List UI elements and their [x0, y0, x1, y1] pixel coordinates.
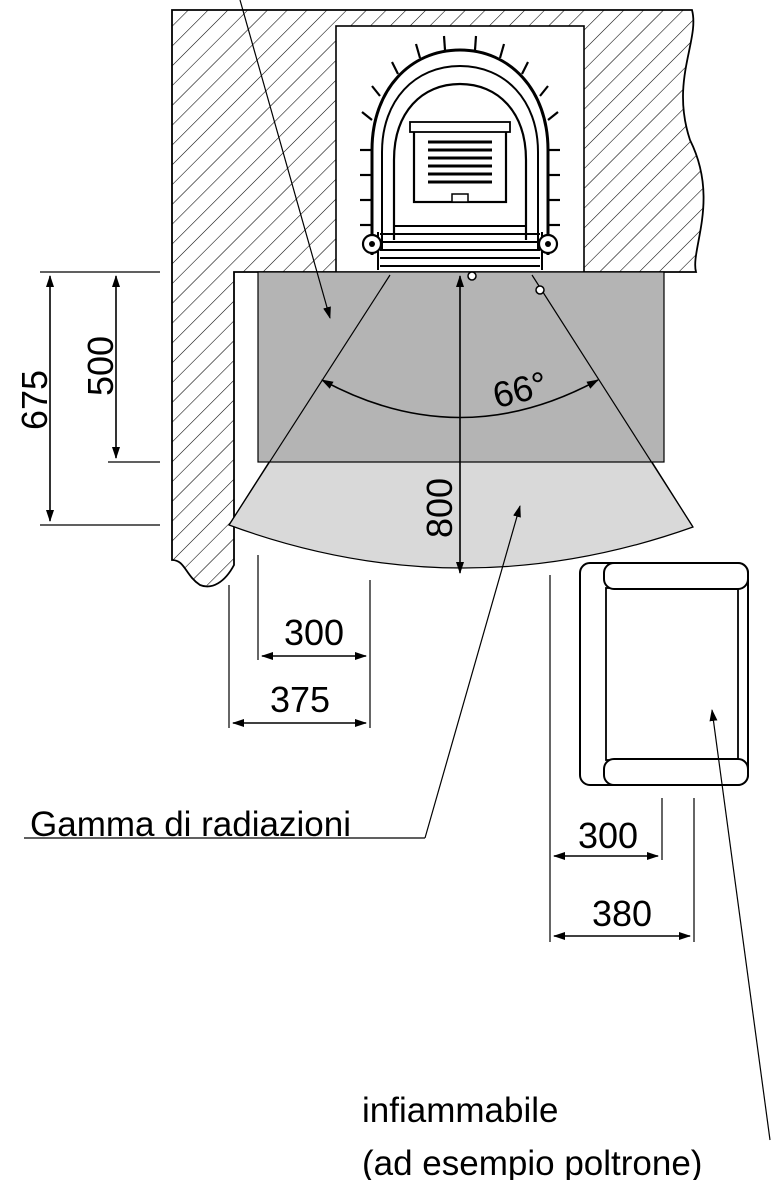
- radiation-range-inner: [257, 271, 665, 463]
- dim-300-left-label: 300: [284, 612, 344, 653]
- dim-375-label: 375: [270, 679, 330, 720]
- flammable-label-line1: infiammabile: [362, 1091, 558, 1130]
- dim-300-right-label: 300: [578, 815, 638, 856]
- leader-radiation-inner: [239, 0, 331, 319]
- leader-radiation-outer: [424, 505, 521, 839]
- radiation-range-label: Gamma di radiazioni: [30, 805, 351, 844]
- dim-500-label: 500: [80, 336, 121, 396]
- flammable-label-line2: (ad esempio poltrone): [362, 1144, 702, 1180]
- dim-800-label: 800: [419, 478, 460, 538]
- leader-flammable: [709, 709, 771, 1141]
- sector-ray-right: [531, 274, 694, 528]
- angle-arc: [321, 379, 599, 419]
- dim-675-label: 675: [14, 370, 55, 430]
- dim-380-label: 380: [592, 893, 652, 934]
- fireplace-insert-drawing: [360, 35, 560, 295]
- armchair: [579, 562, 749, 786]
- sector-ray-left: [228, 274, 391, 526]
